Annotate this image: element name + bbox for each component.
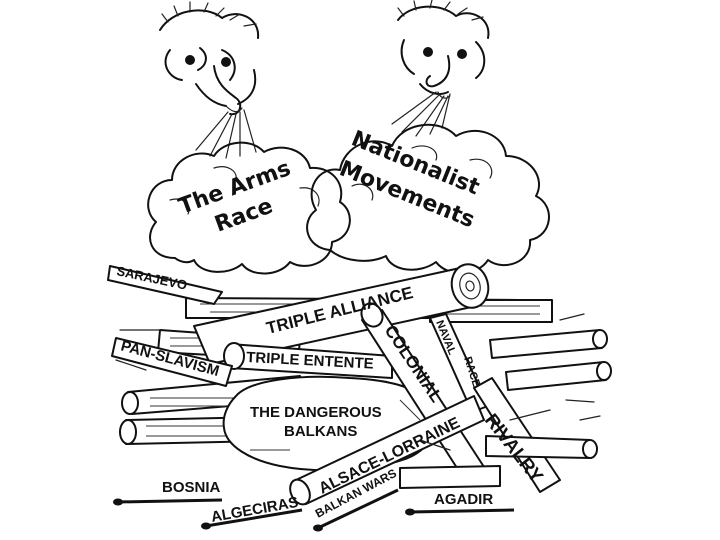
log-icon [399, 465, 501, 489]
triple-entente-label: TRIPLE ENTENTE [246, 349, 374, 373]
cloud-label-arms-race: The Arms Race [176, 156, 295, 238]
log-icon [193, 263, 490, 365]
match-icon [113, 498, 223, 506]
cloud-icon [306, 123, 550, 275]
dangerous-balkans-line2: BALKANS [284, 423, 357, 440]
log-icon [223, 342, 393, 379]
cloud-label-nationalist-movements: Nationalist Movements [336, 126, 484, 233]
log-icon [505, 361, 612, 391]
match-icon [405, 508, 515, 516]
wind-face-right-icon [397, 0, 490, 99]
algeciras-label: ALGECIRAS [210, 494, 300, 526]
agadir-label: AGADIR [434, 491, 493, 508]
wind-breath-right [391, 91, 451, 137]
log-pile [115, 263, 612, 506]
match-icon [313, 488, 399, 532]
log-icon [485, 435, 598, 459]
bosnia-label: BOSNIA [162, 479, 221, 496]
wind-face-left-icon [159, 1, 260, 116]
dangerous-balkans-line1: THE DANGEROUS [250, 404, 382, 421]
log-icon [489, 329, 608, 359]
log-icon [289, 395, 485, 506]
match-icon [201, 508, 303, 530]
wind-breath-left [195, 109, 257, 159]
